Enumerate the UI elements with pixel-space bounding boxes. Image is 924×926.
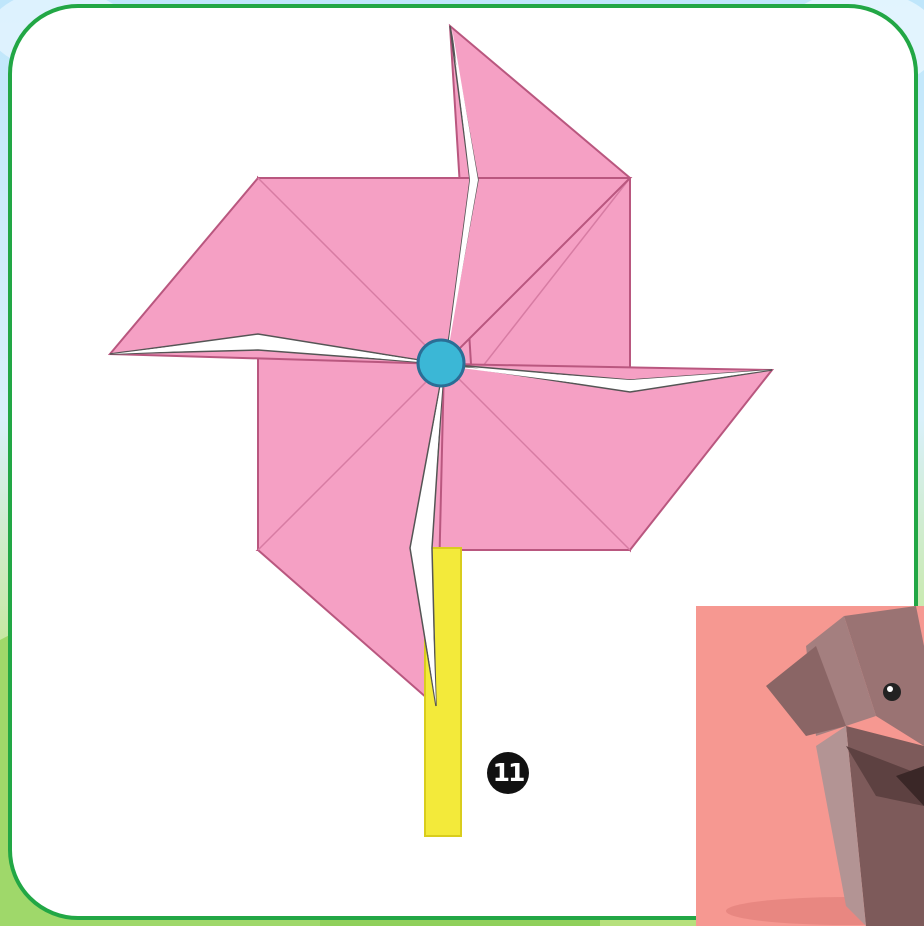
step-number-badge: 11 <box>487 752 529 794</box>
elephant-thumbnail <box>696 606 924 926</box>
center-pin <box>418 340 464 386</box>
origami-elephant-icon <box>696 606 924 926</box>
